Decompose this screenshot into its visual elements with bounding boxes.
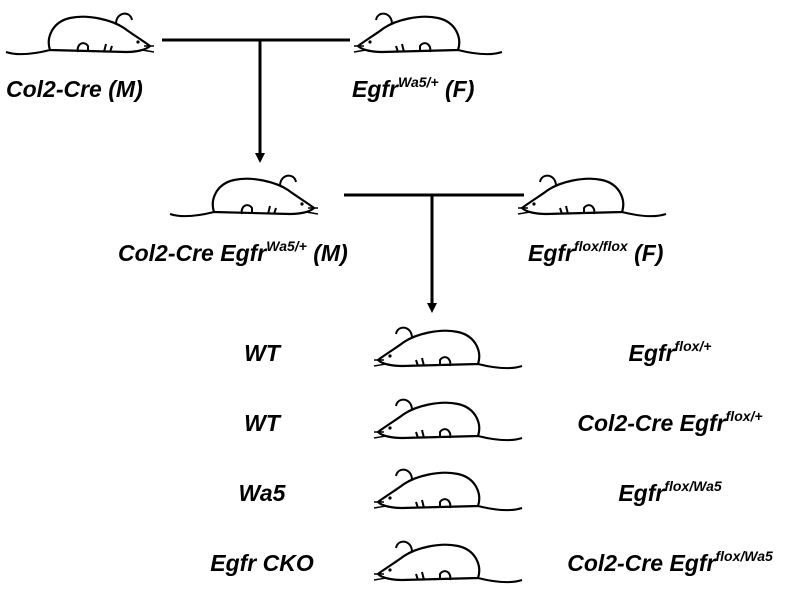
f1-female-label: Egfrflox/flox (F) (528, 238, 664, 266)
f1-male-label: Col2-Cre EgfrWa5/+ (M) (118, 238, 348, 266)
mouse-icon (4, 12, 156, 56)
offspring-genotype: Col2-Cre Egfrflox/+ (577, 408, 763, 436)
offspring-genotype: Egfrflox/Wa5 (618, 478, 722, 506)
mouse-icon (372, 398, 524, 442)
mouse-icon (372, 468, 524, 512)
mouse-icon (352, 12, 504, 56)
mouse-icon (516, 174, 668, 218)
offspring-genotype: Egfrflox/+ (628, 338, 712, 366)
offspring-phenotype: Wa5 (238, 480, 286, 506)
mouse-icon (372, 326, 524, 370)
parent-female-label: EgfrWa5/+ (F) (352, 74, 475, 102)
offspring-genotype: Col2-Cre Egfrflox/Wa5 (567, 548, 773, 576)
offspring-phenotype: WT (244, 410, 280, 436)
mouse-icon (168, 174, 320, 218)
parent-male-label: Col2-Cre (M) (6, 76, 143, 102)
offspring-phenotype: WT (244, 340, 280, 366)
offspring-phenotype: Egfr CKO (210, 550, 314, 576)
mouse-icon (372, 540, 524, 584)
